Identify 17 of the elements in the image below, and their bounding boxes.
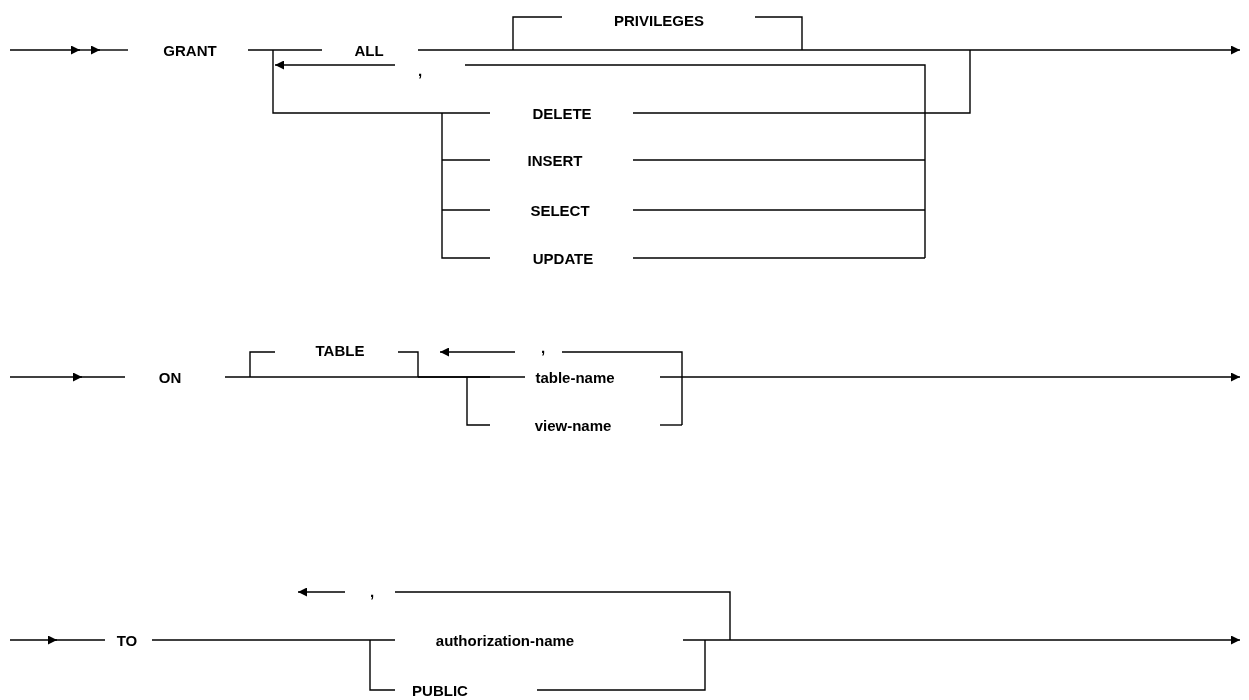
- syntax-keyword: DELETE: [532, 105, 592, 121]
- syntax-keyword: TO: [116, 632, 138, 648]
- syntax-keyword: table-name: [535, 369, 615, 385]
- syntax-keyword: ON: [158, 369, 182, 385]
- syntax-keyword: PUBLIC: [412, 682, 468, 698]
- syntax-keyword: UPDATE: [532, 250, 594, 266]
- syntax-keyword: GRANT: [163, 42, 217, 58]
- syntax-keyword: ,: [417, 62, 423, 78]
- syntax-keyword: TABLE: [315, 342, 365, 358]
- syntax-keyword: SELECT: [530, 202, 590, 218]
- syntax-keyword: PRIVILEGES: [614, 12, 704, 28]
- syntax-keyword: authorization-name: [435, 632, 575, 648]
- syntax-keyword: ALL: [354, 42, 384, 58]
- syntax-keyword: view-name: [534, 417, 612, 433]
- syntax-keyword: ,: [369, 583, 375, 599]
- syntax-keyword: ,: [540, 339, 546, 355]
- syntax-keyword: INSERT: [527, 152, 583, 168]
